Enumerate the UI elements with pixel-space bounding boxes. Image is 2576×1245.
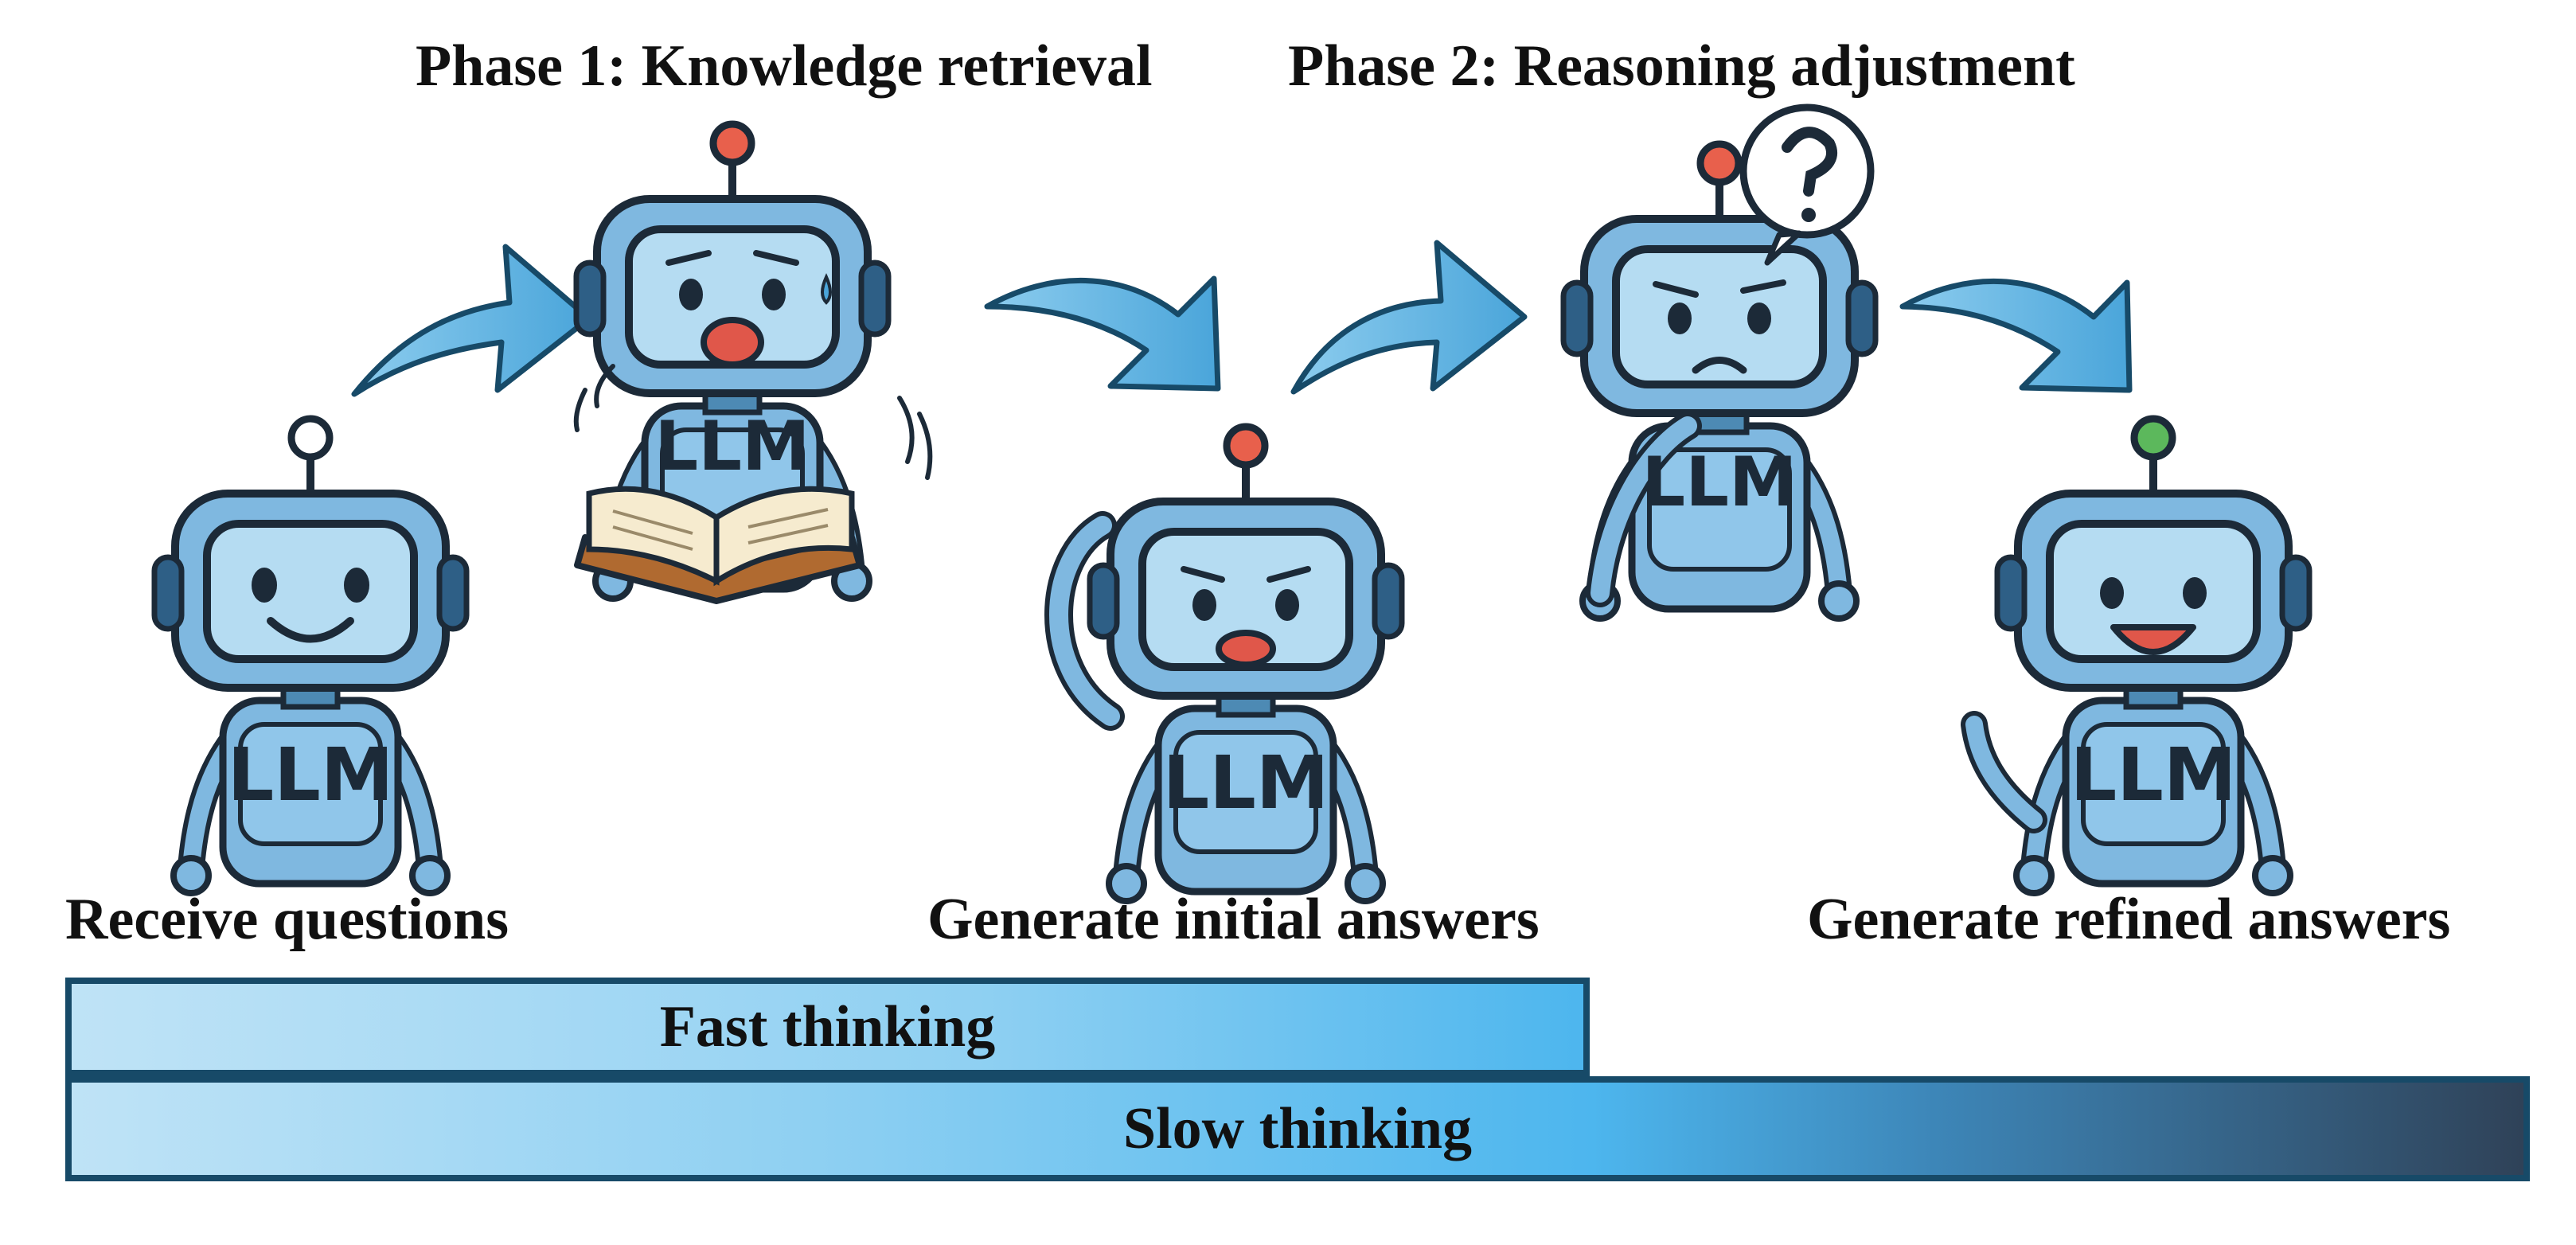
antenna-light	[1696, 140, 1743, 186]
robot-reasoning-adjustment: LLM	[1563, 103, 1875, 619]
question-bubble-icon	[1739, 103, 1875, 266]
chest-label: LLM	[1641, 443, 1797, 522]
chest-label: LLM	[654, 407, 810, 486]
step-receive-questions: Receive questions	[65, 887, 509, 952]
chest-label: LLM	[1163, 740, 1329, 825]
robot-initial-answers: LLM	[1044, 423, 1402, 901]
chest-label: LLM	[2071, 732, 2237, 818]
fast-thinking-bar: Fast thinking	[65, 978, 1590, 1076]
chest-label: LLM	[228, 732, 394, 818]
antenna-light	[287, 415, 334, 461]
robot-receive-questions: LLM	[154, 415, 466, 893]
antenna-light	[2130, 415, 2176, 461]
step-generate-refined-answers: Generate refined answers	[1807, 887, 2451, 952]
open-book-icon	[574, 486, 863, 604]
slow-thinking-bar: Slow thinking	[65, 1076, 2530, 1181]
phase-1-title: Phase 1: Knowledge retrieval	[416, 33, 1153, 99]
flow-arrow-1	[351, 244, 592, 397]
flow-arrow-3	[1290, 240, 1528, 395]
slow-thinking-label: Slow thinking	[1122, 1096, 1473, 1161]
flow-arrow-4	[1899, 278, 2133, 393]
fast-thinking-label: Fast thinking	[659, 994, 996, 1060]
antenna-light	[709, 120, 755, 166]
phase-2-title: Phase 2: Reasoning adjustment	[1288, 33, 2075, 99]
robot-refined-answers: LLM	[1961, 415, 2309, 893]
step-generate-initial-answers: Generate initial answers	[927, 887, 1540, 952]
flow-arrow-2	[984, 275, 1221, 392]
robot-knowledge-retrieval: LLM	[574, 120, 933, 604]
antenna-light	[1223, 423, 1269, 469]
